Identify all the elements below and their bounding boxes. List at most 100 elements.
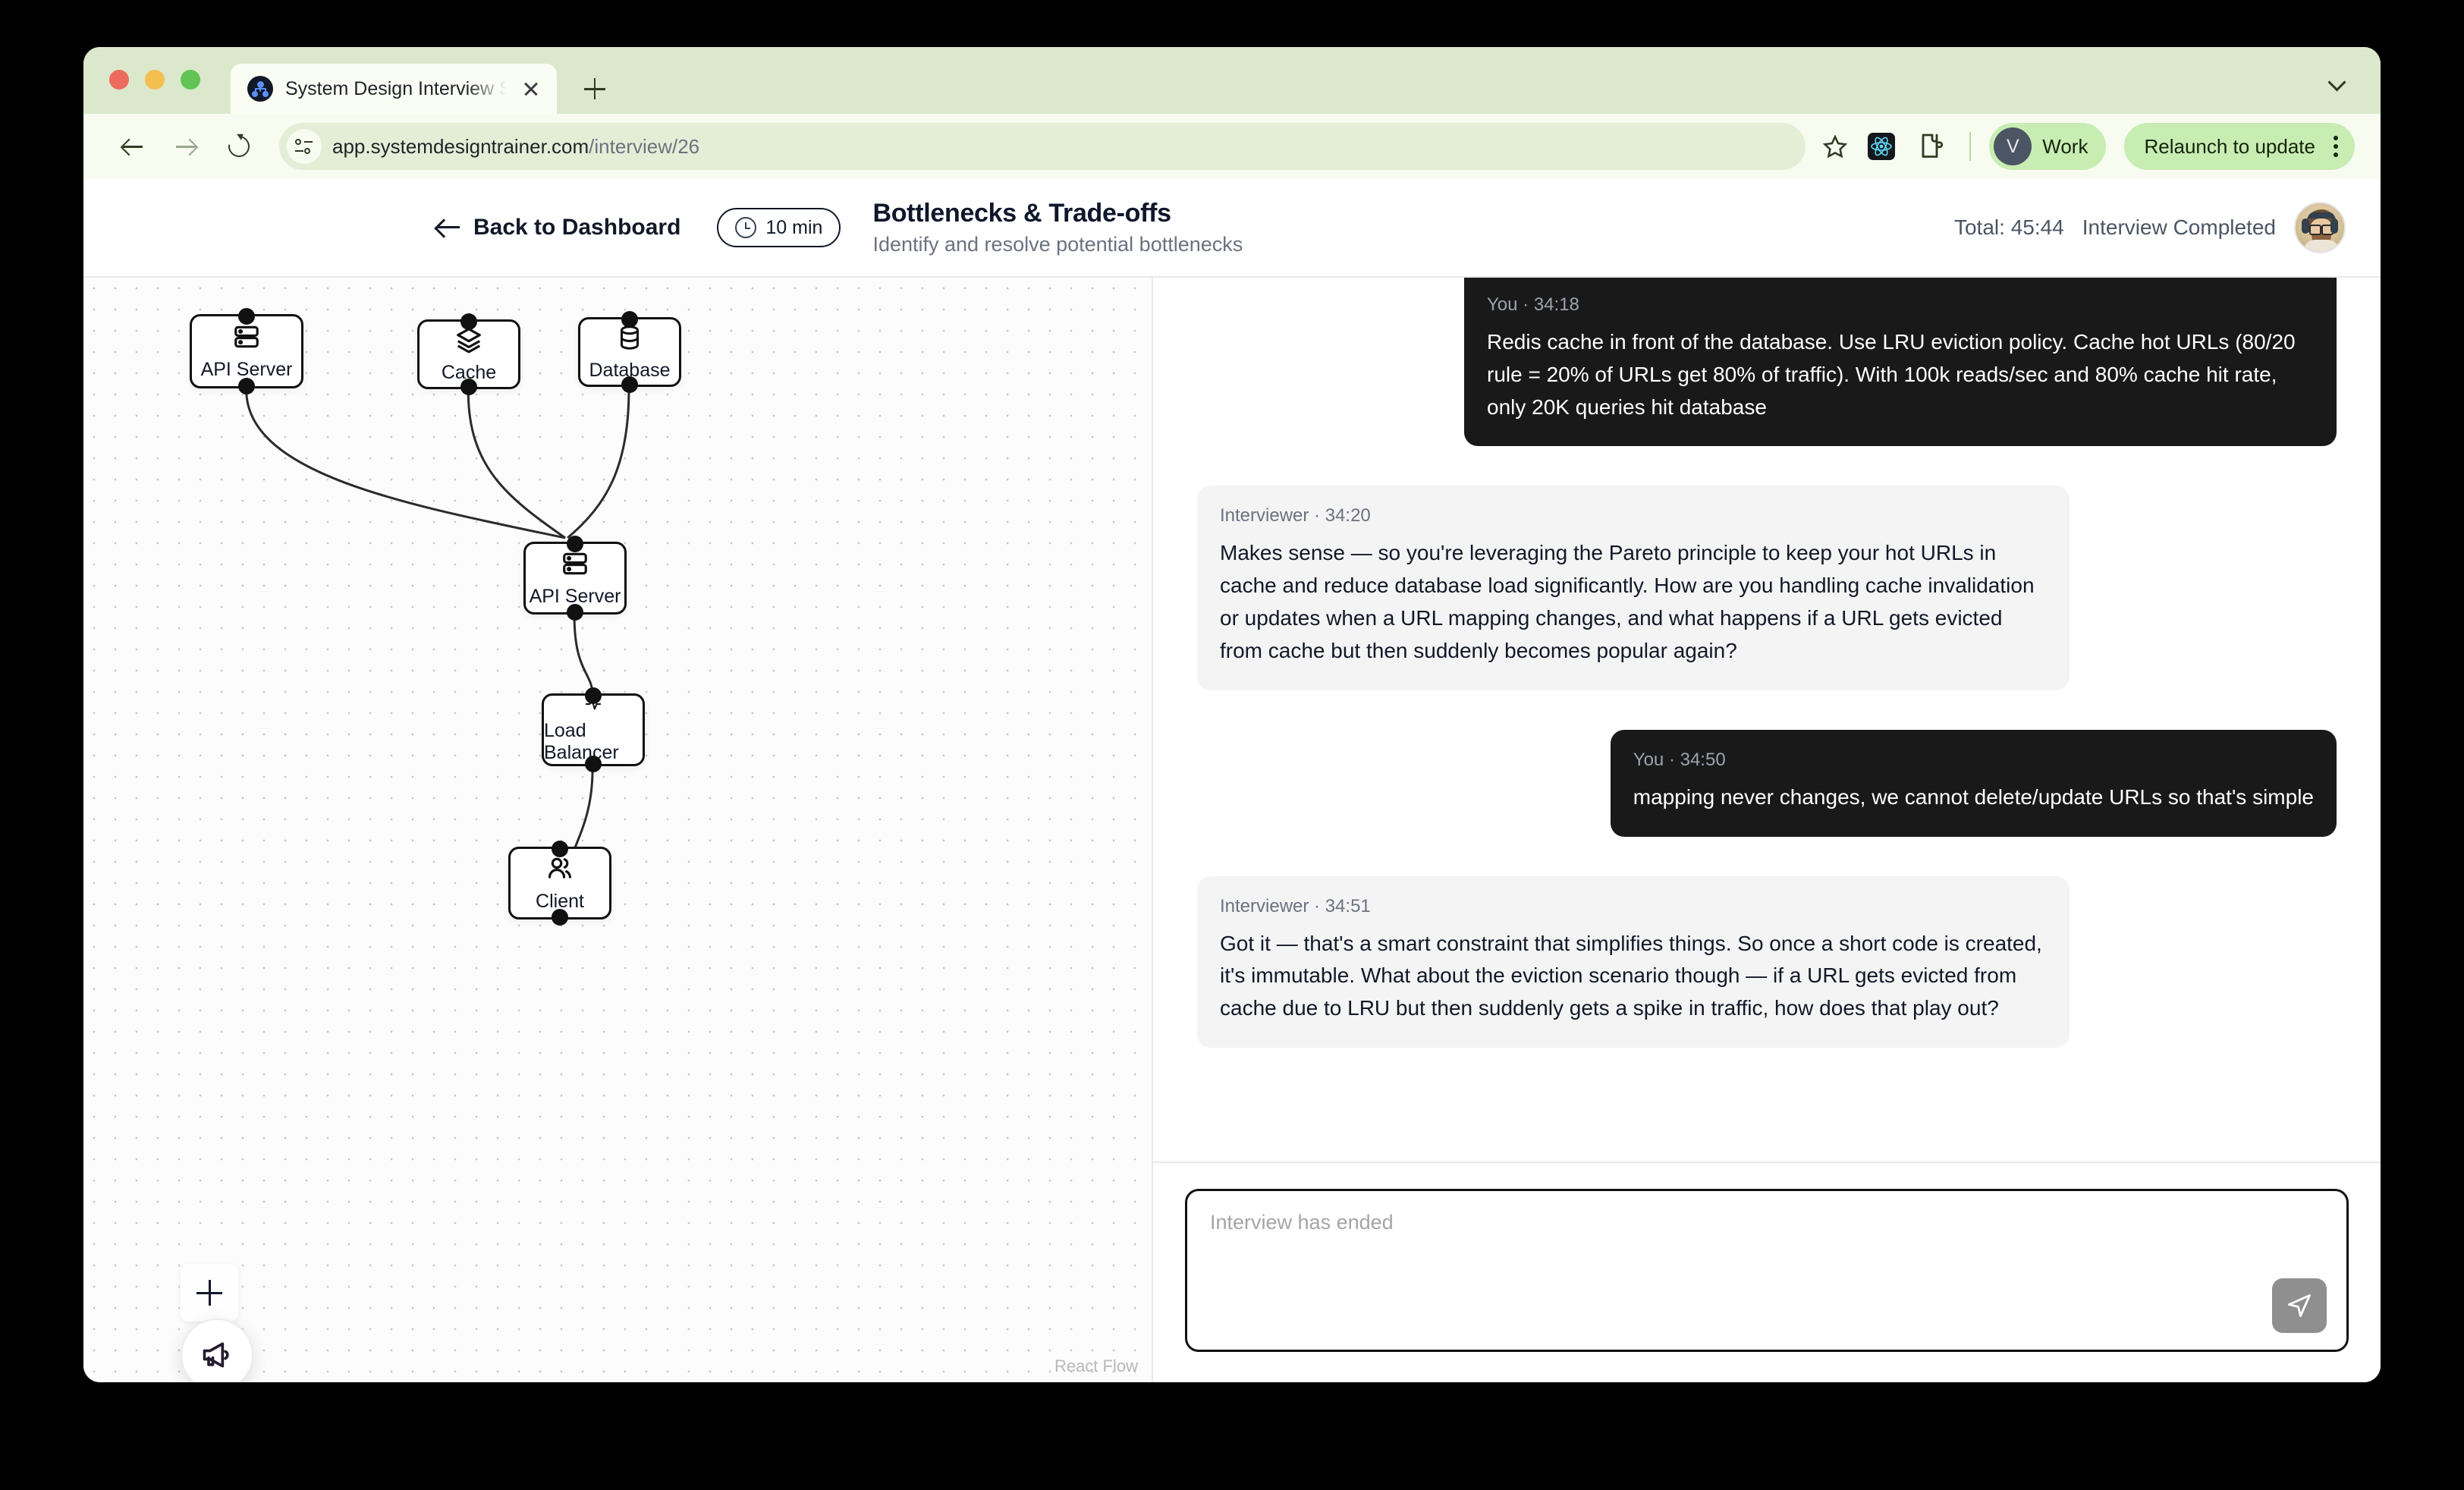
node-api-server-top[interactable]: API Server [190, 308, 303, 395]
relaunch-to-update-button[interactable]: Relaunch to update [2124, 123, 2355, 170]
status-badge: Interview Completed [2082, 215, 2276, 239]
chat-message: Interviewer · 34:51 Got it — that's a sm… [1197, 875, 2337, 1048]
avatar[interactable] [2294, 202, 2346, 253]
browser-tab[interactable]: System Design Interview Simu [231, 64, 557, 114]
node-handle-top[interactable] [585, 687, 602, 704]
node-cache[interactable]: Cache [417, 313, 520, 395]
body-split: API Server Cache [83, 278, 2381, 1382]
node-label: Load Balancer [544, 720, 619, 763]
forward-nav-button[interactable] [162, 123, 209, 170]
url-path: /interview/26 [589, 134, 700, 158]
profile-button[interactable]: V Work [1989, 123, 2107, 170]
chat-panel: You · 34:18 Redis cache in front of the … [1153, 278, 2381, 1382]
new-tab-button[interactable] [574, 68, 616, 110]
flow-edges [245, 388, 630, 923]
clock-icon [735, 217, 757, 238]
megaphone-icon [203, 1342, 229, 1368]
app-viewport: Back to Dashboard 10 min Bottlenecks & T… [83, 179, 2381, 1382]
message-bubble-you: You · 34:50 mapping never changes, we ca… [1610, 729, 2337, 837]
node-handle-top[interactable] [238, 308, 255, 325]
node-label: API Server [200, 358, 293, 380]
browser-window: System Design Interview Simu app.systemd… [83, 47, 2381, 1382]
header-right: Total: 45:44 Interview Completed [1954, 202, 2346, 253]
send-button[interactable] [2272, 1278, 2327, 1333]
back-to-dashboard-button[interactable]: Back to Dashboard [437, 215, 680, 240]
node-handle-top[interactable] [567, 536, 583, 552]
node-client[interactable]: Client [508, 841, 611, 926]
node-database[interactable]: Database [578, 311, 681, 393]
node-handle-bottom[interactable] [567, 604, 583, 621]
message-meta: Interviewer · 34:51 [1220, 895, 1371, 916]
back-to-dashboard-label: Back to Dashboard [473, 215, 681, 240]
profile-name: Work [2042, 134, 2088, 158]
node-handle-bottom[interactable] [585, 756, 602, 772]
close-icon[interactable] [519, 77, 543, 101]
message-text: Redis cache in front of the database. Us… [1487, 330, 2296, 419]
message-bubble-you: You · 34:18 Redis cache in front of the … [1464, 278, 2337, 447]
node-handle-bottom[interactable] [460, 379, 477, 395]
architecture-canvas[interactable]: API Server Cache [83, 278, 1153, 1382]
duration-label: 10 min [765, 216, 823, 238]
server-icon [563, 552, 587, 574]
omnibox-row: app.systemdesigntrainer.com/interview/26 [83, 114, 2381, 179]
message-input-placeholder: Interview has ended [1210, 1211, 1394, 1234]
chat-message: Interviewer · 34:20 Makes sense — so you… [1197, 486, 2337, 690]
message-bubble-interviewer: Interviewer · 34:51 Got it — that's a sm… [1197, 875, 2070, 1048]
node-api-server-center[interactable]: API Server [523, 536, 627, 621]
layers-icon [457, 327, 481, 353]
chat-message: You · 34:50 mapping never changes, we ca… [1197, 729, 2337, 837]
node-handle-top[interactable] [460, 313, 477, 330]
app-header: Back to Dashboard 10 min Bottlenecks & T… [83, 179, 2381, 278]
users-icon [548, 857, 572, 879]
total-time-label: Total: 45:44 [1953, 215, 2064, 239]
plus-icon [196, 1280, 222, 1306]
react-devtools-extension-icon[interactable] [1868, 133, 1896, 160]
title-block: Bottlenecks & Trade-offs Identify and re… [872, 199, 1243, 256]
chat-message: You · 34:18 Redis cache in front of the … [1197, 278, 2337, 447]
site-settings-icon[interactable] [287, 129, 322, 164]
duration-badge: 10 min [717, 208, 841, 247]
node-label: API Server [529, 585, 621, 607]
send-icon [2288, 1294, 2311, 1317]
composer-wrap: Interview has ended [1153, 1162, 2381, 1382]
feedback-button[interactable] [181, 1319, 253, 1382]
address-bar[interactable]: app.systemdesigntrainer.com/interview/26 [279, 123, 1806, 170]
message-meta: You · 34:50 [1633, 749, 1726, 770]
node-load-balancer[interactable]: Load Balancer [542, 687, 645, 772]
tab-strip: System Design Interview Simu [83, 47, 2381, 114]
zoom-in-button[interactable] [181, 1264, 238, 1322]
server-icon [234, 325, 259, 347]
message-text: Makes sense — so you're leveraging the P… [1220, 541, 2035, 662]
back-nav-button[interactable] [109, 123, 156, 170]
node-handle-top[interactable] [552, 841, 568, 857]
message-text: mapping never changes, we cannot delete/… [1633, 784, 2314, 809]
edge-api-to-center [245, 389, 566, 539]
chevron-down-icon[interactable] [2327, 73, 2350, 96]
window-traffic-lights [109, 70, 200, 90]
close-window-button[interactable] [109, 70, 129, 90]
relaunch-label: Relaunch to update [2144, 134, 2315, 158]
extensions-puzzle-icon[interactable] [1916, 131, 1944, 162]
message-input[interactable]: Interview has ended [1185, 1189, 2349, 1352]
browser-menu-icon[interactable] [2324, 131, 2347, 162]
bookmark-star-icon[interactable] [1822, 134, 1848, 159]
url-domain: app.systemdesigntrainer.com [332, 134, 589, 158]
message-meta: Interviewer · 34:20 [1220, 505, 1371, 527]
arrow-left-icon [437, 218, 460, 237]
message-bubble-interviewer: Interviewer · 34:20 Makes sense — so you… [1197, 486, 2070, 690]
maximize-window-button[interactable] [181, 70, 200, 90]
message-meta: You · 34:18 [1487, 294, 1579, 315]
node-handle-bottom[interactable] [238, 378, 255, 395]
chat-message-list[interactable]: You · 34:18 Redis cache in front of the … [1153, 278, 2381, 1162]
message-text: Got it — that's a smart constraint that … [1220, 931, 2042, 1020]
node-handle-top[interactable] [621, 311, 638, 328]
url-text: app.systemdesigntrainer.com/interview/26 [332, 135, 699, 159]
react-flow-attribution[interactable]: React Flow [1054, 1356, 1138, 1375]
node-handle-bottom[interactable] [621, 376, 638, 393]
profile-avatar: V [1994, 127, 2032, 165]
network-graph-icon [247, 76, 273, 102]
reload-button[interactable] [215, 123, 262, 170]
node-handle-bottom[interactable] [552, 909, 568, 926]
toolbar-divider [1969, 132, 1972, 161]
minimize-window-button[interactable] [145, 70, 165, 90]
